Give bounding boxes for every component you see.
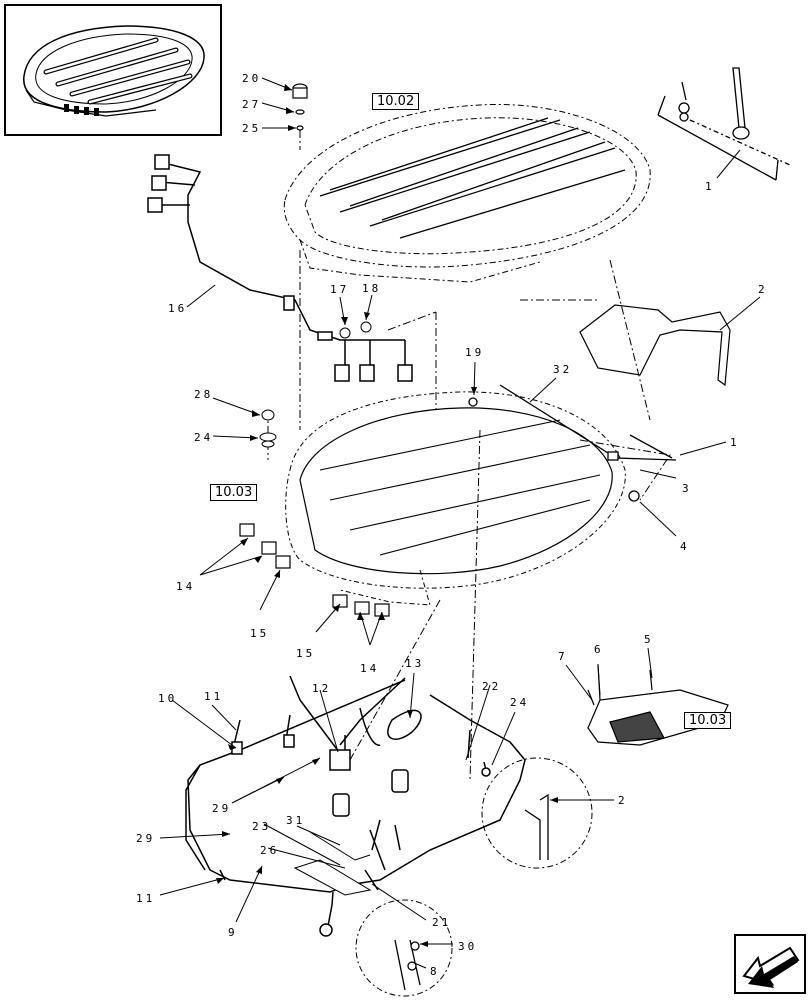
rod-32 <box>468 384 677 502</box>
callout-1: 1 <box>730 436 740 449</box>
callout-25: 25 <box>242 122 261 135</box>
headliner-outline <box>285 391 626 606</box>
washers-17-18 <box>339 321 372 339</box>
roof-panel-ribs <box>319 117 626 239</box>
callout-6: 6 <box>594 643 604 656</box>
callout-14: 14 <box>360 662 379 675</box>
reference-box-middle[interactable]: 10.03 <box>210 484 258 501</box>
callout-4: 4 <box>680 540 690 553</box>
callout-8: 8 <box>430 965 440 978</box>
reference-box-right[interactable]: 10.03 <box>684 712 732 729</box>
callout-17: 17 <box>330 283 349 296</box>
callout-2: 2 <box>618 794 628 807</box>
callout-labels: 20 27 25 1 2 16 17 18 19 32 28 24 1 3 4 … <box>136 72 768 978</box>
previous-page-button[interactable] <box>734 934 806 994</box>
callout-27: 27 <box>242 98 261 111</box>
callout-20: 20 <box>242 72 261 85</box>
detail-bracket-2 <box>394 793 549 991</box>
callout-9: 9 <box>228 926 238 939</box>
callout-5: 5 <box>644 633 654 646</box>
callout-23: 23 <box>252 820 271 833</box>
arrowheads <box>216 84 558 947</box>
visor-detail <box>587 664 729 746</box>
nut-28-washer-24 <box>259 409 277 448</box>
callout-11: 11 <box>136 892 155 905</box>
cab-roof-thumbnail-icon <box>23 25 205 117</box>
leader-lines <box>159 77 761 969</box>
callout-24: 24 <box>194 431 213 444</box>
cap-20 <box>292 83 308 131</box>
callout-13: 13 <box>405 657 424 670</box>
callout-29: 29 <box>212 802 231 815</box>
callout-21: 21 <box>432 916 451 929</box>
bracket-part <box>579 304 731 387</box>
callout-29: 29 <box>136 832 155 845</box>
callout-24: 24 <box>510 696 529 709</box>
callout-3: 3 <box>682 482 692 495</box>
callout-16: 16 <box>168 302 187 315</box>
callout-31: 31 <box>286 814 305 827</box>
roof-cover-outline <box>283 103 651 283</box>
detail-circles <box>355 757 593 997</box>
thumbnail-frame <box>4 4 222 136</box>
lower-harness <box>185 675 526 937</box>
callout-18: 18 <box>362 282 381 295</box>
callout-7: 7 <box>558 650 568 663</box>
callout-11: 11 <box>204 690 223 703</box>
callout-32: 32 <box>553 363 572 376</box>
callout-19: 19 <box>465 346 484 359</box>
callout-10: 10 <box>158 692 177 705</box>
antenna-part <box>657 67 791 181</box>
callout-28: 28 <box>194 388 213 401</box>
callout-30: 30 <box>458 940 477 953</box>
callout-12: 12 <box>312 682 331 695</box>
callout-15: 15 <box>296 647 315 660</box>
plates-23-26 <box>293 831 372 896</box>
callout-22: 22 <box>482 680 501 693</box>
callout-26: 26 <box>260 844 279 857</box>
harness-16 <box>147 154 413 382</box>
dome-lamps <box>239 523 390 617</box>
callout-1: 1 <box>705 180 715 193</box>
callout-15: 15 <box>250 627 269 640</box>
arrow-left-icon <box>742 946 800 988</box>
reference-box-top[interactable]: 10.02 <box>372 93 420 110</box>
callout-2: 2 <box>758 283 768 296</box>
callout-14: 14 <box>176 580 195 593</box>
